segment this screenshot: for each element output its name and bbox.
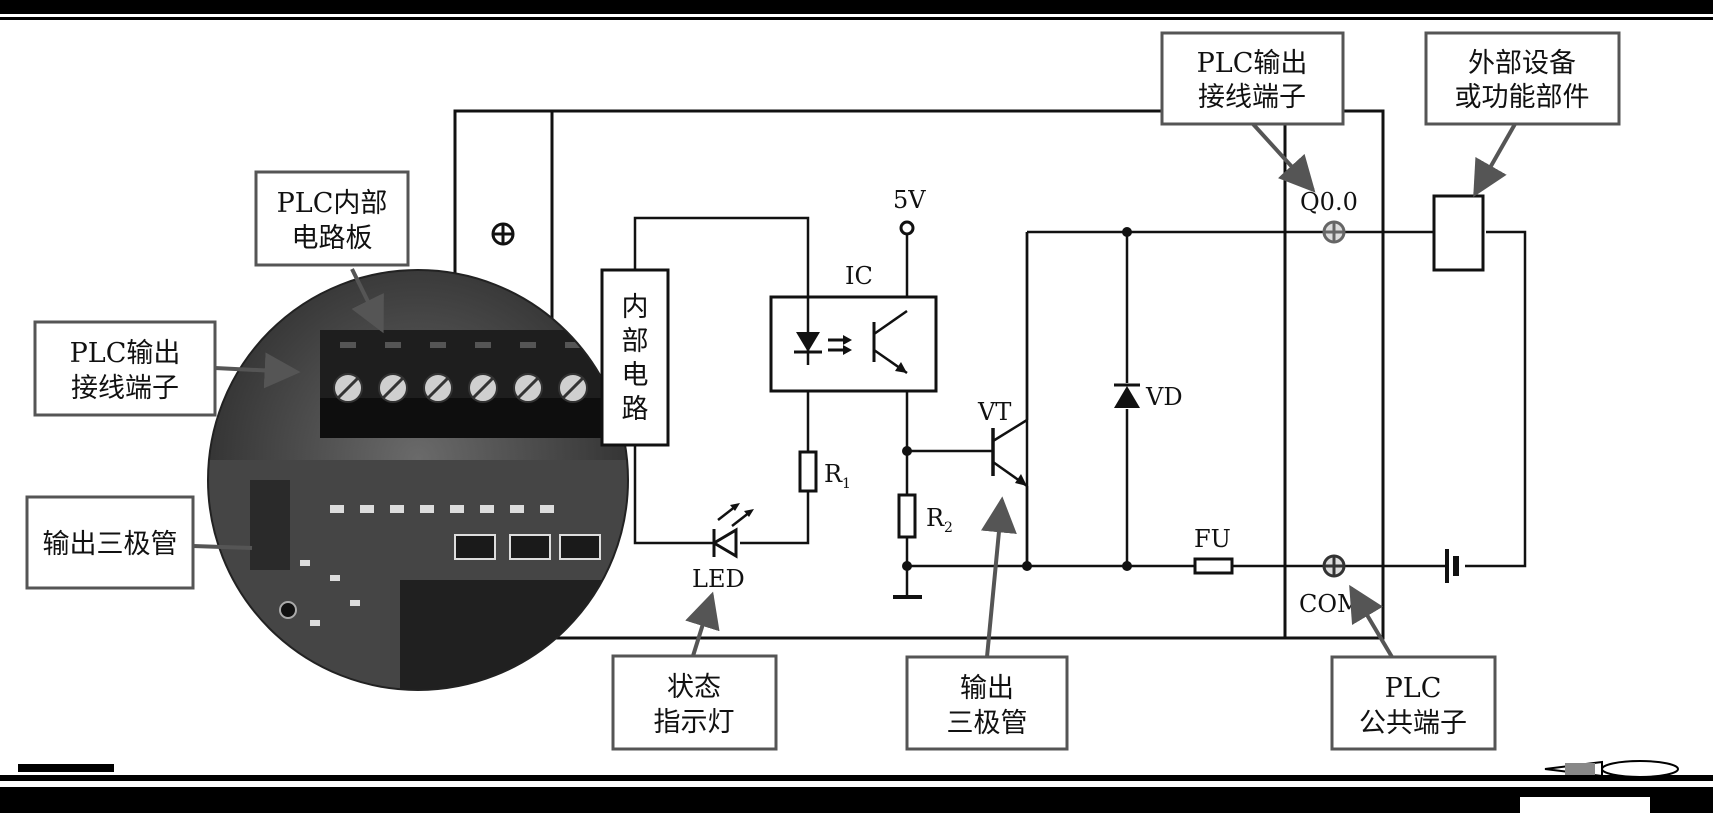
callout-output-transistor-left: 输出三极管 [25,495,195,590]
callout-plc-output-terminal-left: PLC输出 接线端子 [33,320,217,417]
resistor-r2: R 2 [897,493,953,539]
vd-label: VD [1145,383,1183,411]
fu-label: FU [1194,525,1231,553]
internal-circuit-char-2: 部 [622,326,649,357]
circuit-wires [633,216,1527,599]
callout-plc-output-terminal-top: PLC输出 接线端子 [1160,31,1345,126]
terminal-q00: Q0.0 [1300,188,1358,244]
svg-text:状态: 状态 [667,672,721,703]
external-load [1432,194,1485,272]
svg-text:或功能部件: 或功能部件 [1455,82,1590,113]
svg-text:外部设备: 外部设备 [1468,48,1576,79]
internal-circuit-char-4: 路 [622,394,649,425]
pen-icon [1544,760,1679,778]
svg-text:接线端子: 接线端子 [1198,82,1306,113]
r2-label: R [926,504,945,532]
svg-text:PLC内部: PLC内部 [277,188,388,219]
internal-circuit-char-3: 电 [622,360,649,391]
svg-text:输出: 输出 [960,673,1014,704]
ic-label: IC [845,262,873,290]
callout-plc-common-terminal: PLC 公共端子 [1330,655,1497,751]
svg-text:公共端子: 公共端子 [1359,708,1467,739]
svg-text:指示灯: 指示灯 [654,707,735,738]
callout-plc-internal-board: PLC内部 电路板 [254,170,410,267]
transistor-vt: VT [977,232,1029,566]
svg-text:接线端子: 接线端子 [71,373,179,404]
vt-label: VT [977,398,1011,426]
mounting-screw-icon [491,222,515,246]
junction-dots [902,227,1132,571]
callout-leaders [192,122,1517,659]
fuse-fu: FU [1193,525,1234,575]
internal-circuit-char-1: 内 [622,292,649,323]
r1-label: R [824,460,843,488]
r1-subscript: 1 [842,476,851,492]
callout-output-transistor-bottom: 输出 三极管 [905,655,1069,751]
callout-status-indicator: 状态 指示灯 [611,654,778,751]
svg-text:PLC输出: PLC输出 [1197,48,1308,79]
supply-label: 5V [893,186,926,214]
q00-label: Q0.0 [1300,188,1358,216]
svg-text:电路板: 电路板 [292,223,373,254]
diode-vd: VD [1114,383,1183,411]
plc-board-photo [207,269,629,691]
com-label: COM [1299,590,1362,618]
svg-text:输出三极管: 输出三极管 [43,529,178,560]
r2-subscript: 2 [944,520,953,536]
internal-circuit-block: 内 部 电 路 [600,268,670,447]
callout-external-device: 外部设备 或功能部件 [1424,31,1621,126]
led-indicator: LED [692,503,754,593]
svg-text:PLC输出: PLC输出 [70,338,181,369]
led-label: LED [692,565,745,593]
battery-icon [1445,549,1459,583]
optocoupler-ic: IC [769,262,938,393]
resistor-r1: R 1 [798,450,851,493]
svg-text:PLC: PLC [1385,673,1442,704]
svg-text:三极管: 三极管 [947,708,1028,739]
supply-5v: 5V [893,186,926,236]
